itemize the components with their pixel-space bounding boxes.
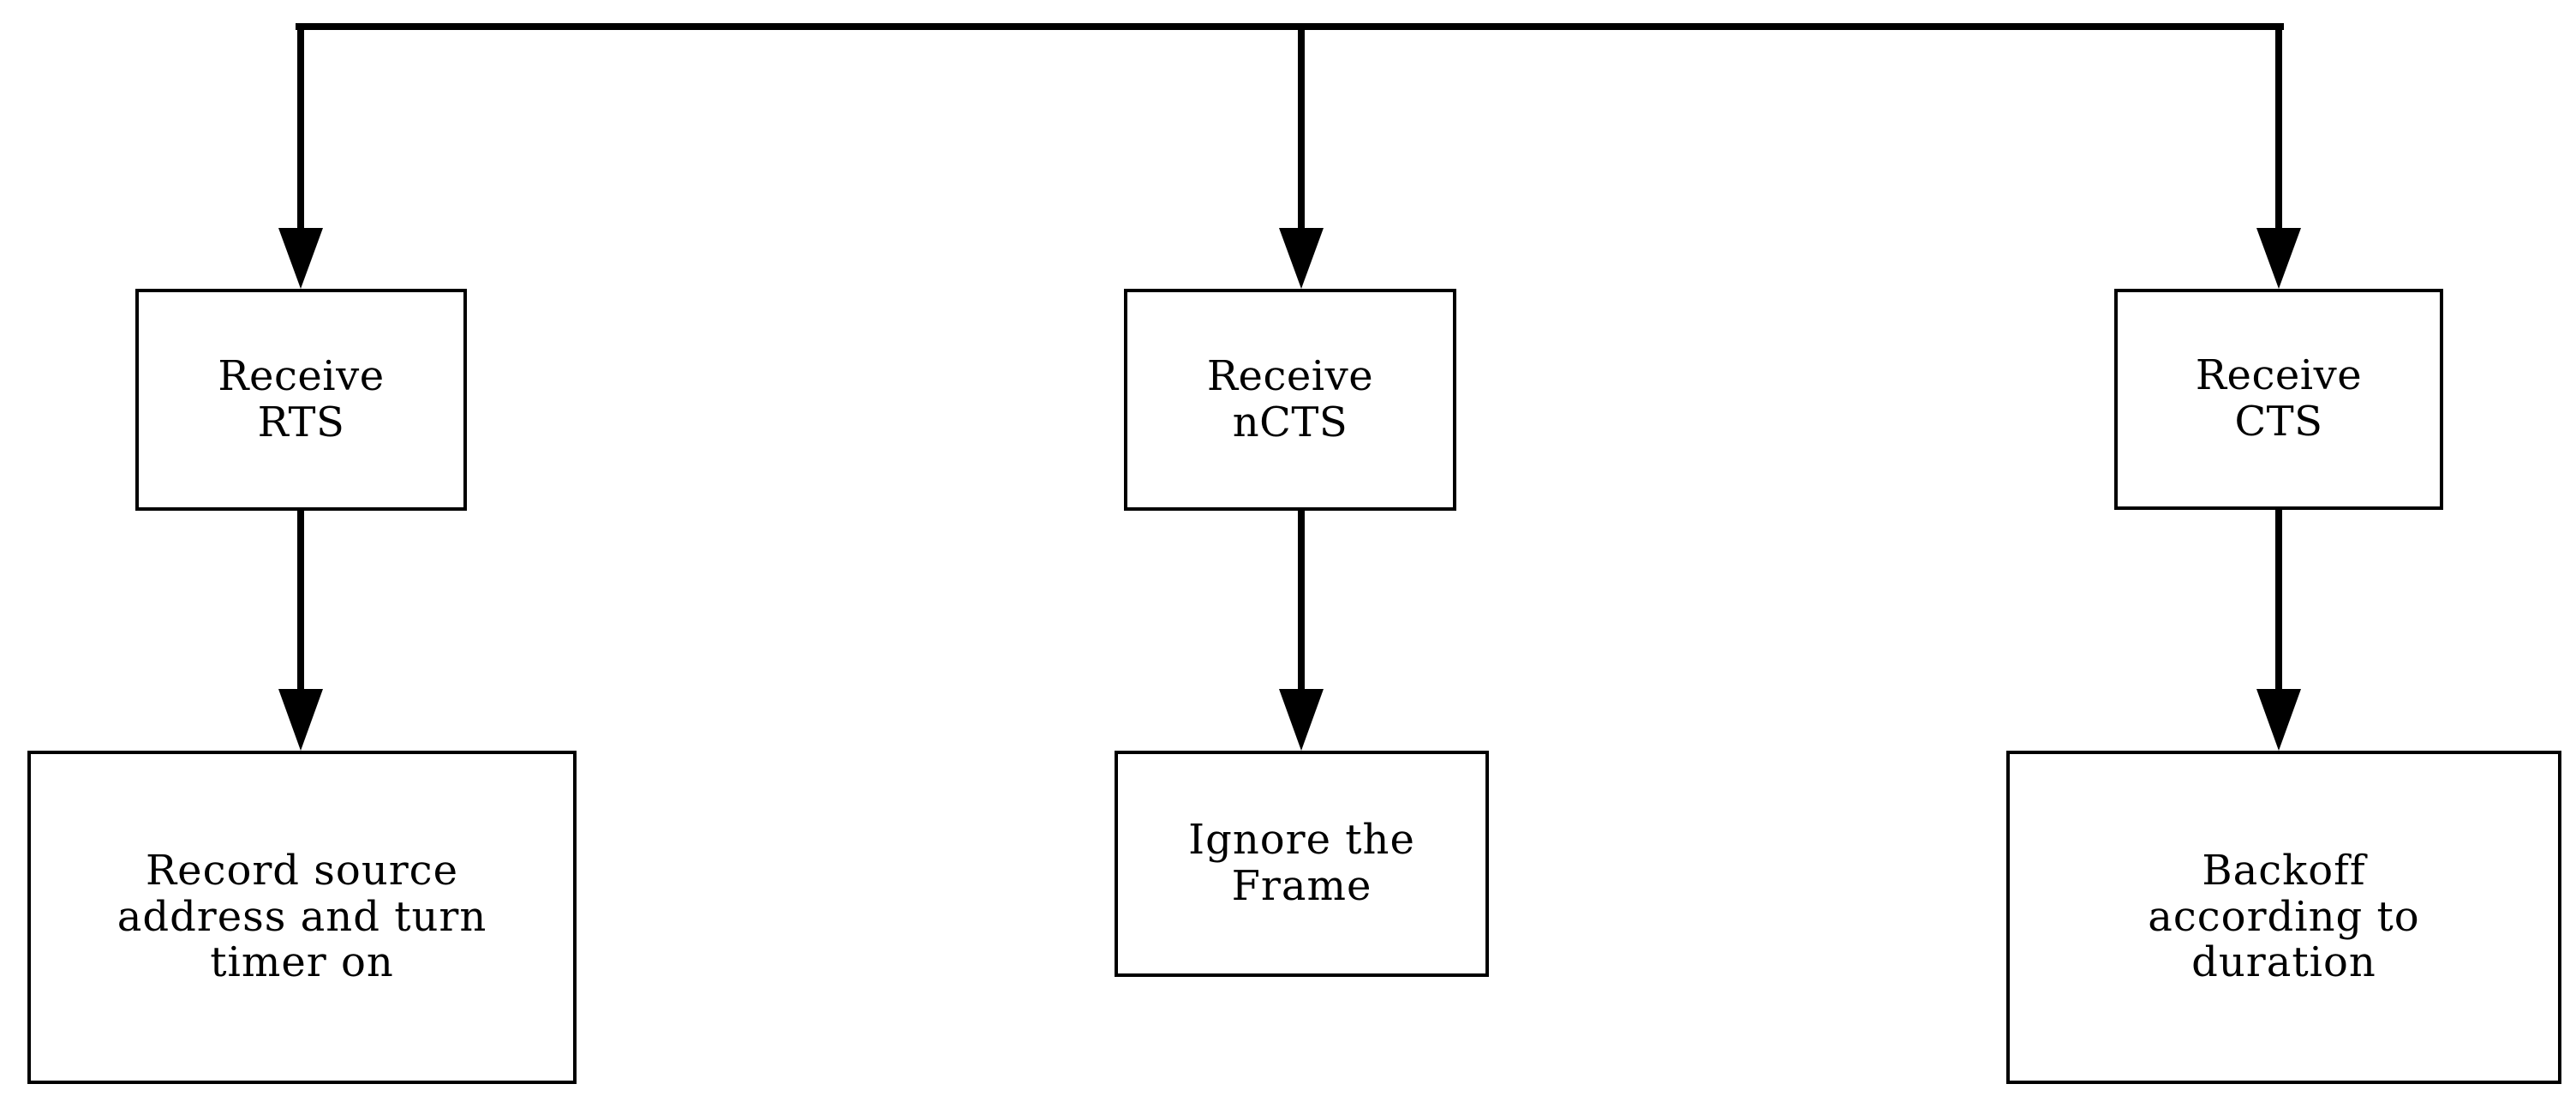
arrow-bus-to-receive-rts-head [278,228,323,289]
arrow-bus-to-receive-cts-head [2256,228,2301,289]
node-receive-ncts-label: Receive nCTS [1206,351,1374,446]
arrow-ncts-to-ignore-frame-head [1279,689,1324,751]
node-receive-cts-label: Receive CTS [2195,351,2363,446]
arrow-rts-to-record-source-address-head [278,689,323,751]
node-backoff-according-to-duration[interactable]: Backoff according to duration [2006,751,2561,1084]
arrow-cts-to-backoff-head [2256,689,2301,751]
node-receive-rts[interactable]: Receive RTS [135,289,467,511]
arrow-bus-to-receive-ncts-head [1279,228,1324,289]
node-record-source-address[interactable]: Record source address and turn timer on [27,751,577,1084]
node-receive-cts[interactable]: Receive CTS [2114,289,2443,510]
node-receive-ncts[interactable]: Receive nCTS [1124,289,1456,511]
node-ignore-frame[interactable]: Ignore the Frame [1115,751,1489,977]
node-backoff-according-to-duration-label: Backoff according to duration [2148,846,2420,987]
node-ignore-frame-label: Ignore the Frame [1188,816,1415,910]
node-receive-rts-label: Receive RTS [218,351,385,446]
node-record-source-address-label: Record source address and turn timer on [117,846,487,987]
